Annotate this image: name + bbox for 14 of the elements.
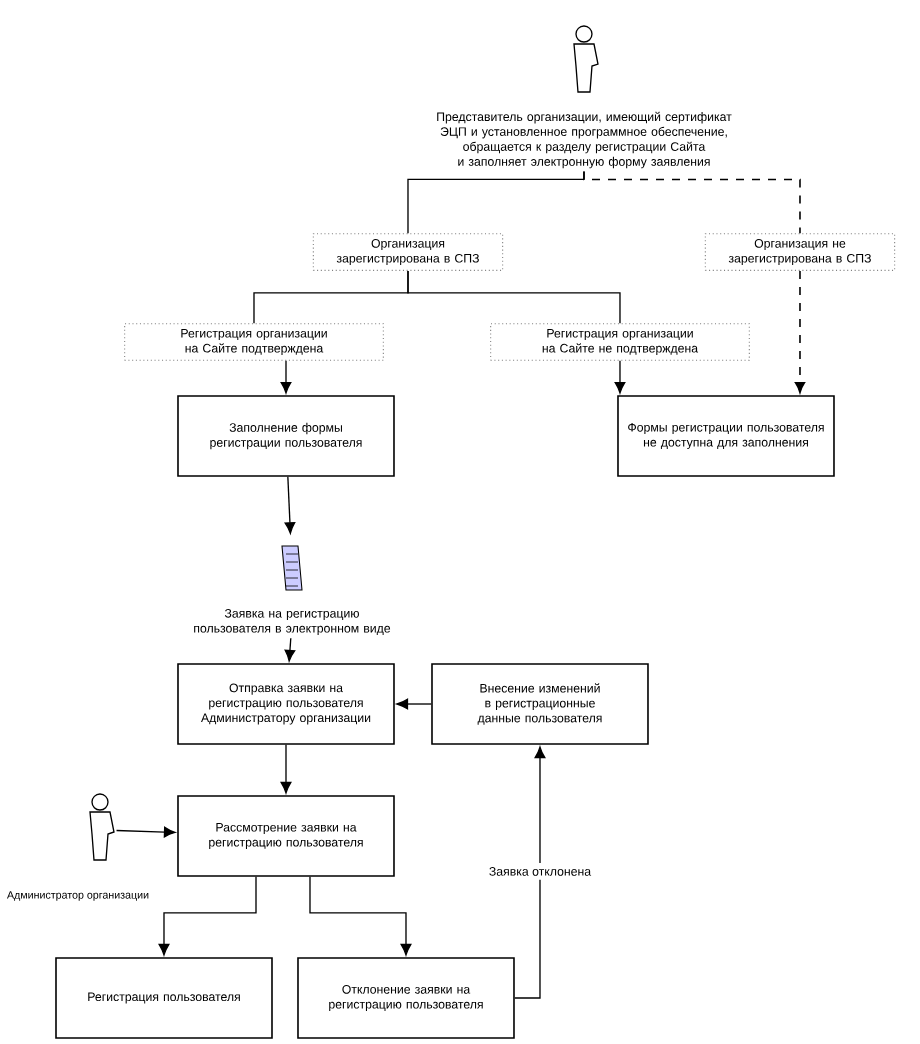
arrow (514, 746, 546, 999)
arrow (284, 476, 296, 534)
document-icon (281, 545, 303, 591)
person-icon (573, 25, 599, 93)
arrow (614, 360, 626, 394)
person-icon (89, 793, 115, 861)
arrow (158, 876, 257, 956)
arrow (396, 698, 432, 710)
arrow (115, 826, 176, 838)
arrow (284, 637, 296, 662)
arrow (309, 876, 412, 956)
arrow (280, 360, 292, 394)
arrow (794, 270, 806, 394)
arrow (280, 744, 292, 794)
